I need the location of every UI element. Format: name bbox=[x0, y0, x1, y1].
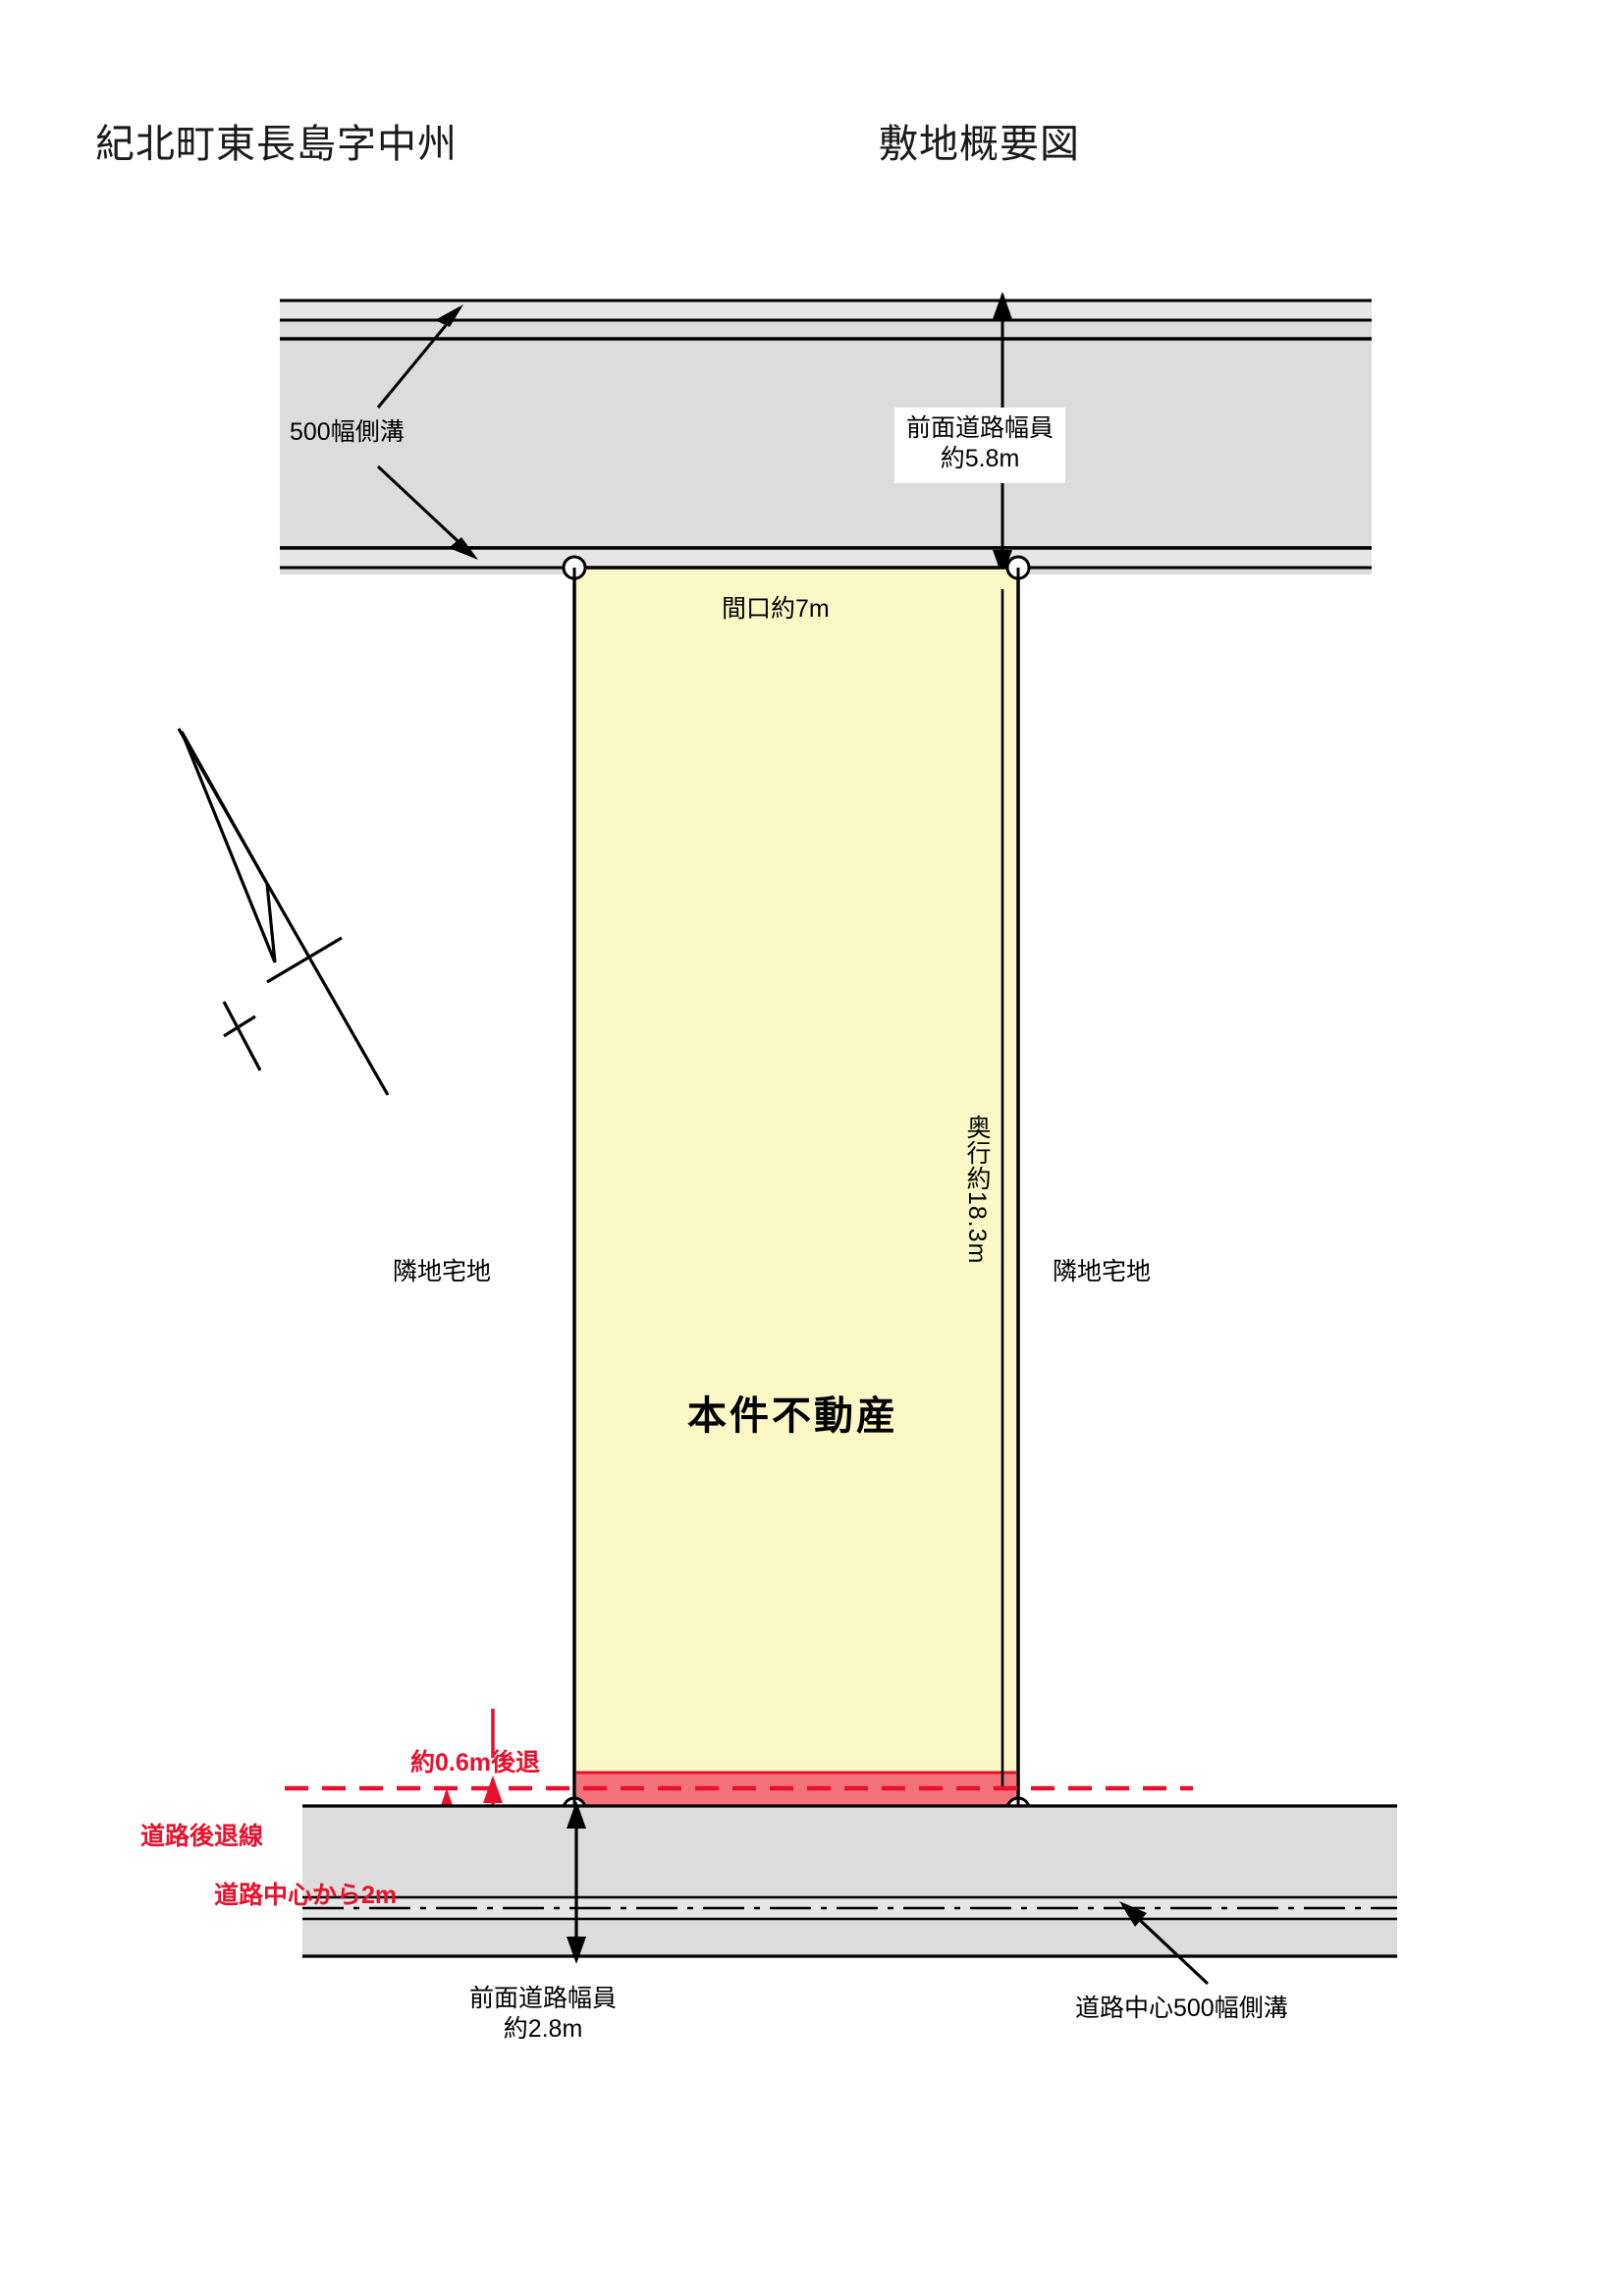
label-gutter-bottom: 道路中心500幅側溝 bbox=[1075, 1995, 1288, 2022]
label-road-setback-line: 道路後退線 bbox=[140, 1823, 264, 1850]
bottom-gutter-leader-arrowhead bbox=[1119, 1901, 1147, 1927]
label-setback-amount: 約0.6m後退 bbox=[410, 1749, 540, 1777]
label-depth: 奥行約18.3m bbox=[963, 1115, 991, 1265]
bottom-road-surface bbox=[302, 1805, 1397, 1957]
top-road-lower-gutter-band bbox=[280, 548, 1372, 568]
gutter-leader-down-arrowhead bbox=[449, 537, 478, 560]
label-front-road-width-top: 前面道路幅員 約5.8m bbox=[894, 408, 1066, 483]
bottom-gutter-leader-line bbox=[1125, 1906, 1210, 1986]
gutter-leader-up-arrowhead bbox=[435, 304, 463, 327]
bottom-road-group bbox=[302, 1804, 1397, 1958]
bottom-road-width-dimension bbox=[567, 1801, 586, 1964]
bottom-road-dim-arrow-up bbox=[567, 1801, 586, 1829]
bottom-gutter-leader bbox=[1119, 1901, 1210, 1986]
gutter-leader-up bbox=[376, 311, 459, 409]
label-neighbor-right: 隣地宅地 bbox=[1053, 1258, 1152, 1285]
top-road-dim-arrow-down bbox=[993, 550, 1012, 577]
north-arrow-tail bbox=[177, 728, 390, 1096]
label-front-road-width-top-line2: 約5.8m bbox=[940, 445, 1020, 473]
label-front-road-width-bottom-line2: 約2.8m bbox=[503, 2014, 583, 2043]
label-front-road-width-top-line1: 前面道路幅員 bbox=[906, 414, 1055, 442]
label-from-road-center: 道路中心から2m bbox=[214, 1882, 398, 1909]
bottom-road-dim-arrow-down bbox=[567, 1937, 586, 1964]
north-arrow-needle bbox=[180, 731, 277, 963]
label-subject-property: 本件不動産 bbox=[687, 1394, 898, 1438]
page-title-location: 紀北町東長島字中州 bbox=[95, 122, 458, 166]
label-front-road-width-bottom: 前面道路幅員 約2.8m bbox=[469, 1984, 617, 2044]
top-road-group bbox=[280, 299, 1372, 574]
page-title-drawing: 敷地概要図 bbox=[879, 122, 1080, 166]
north-arrow bbox=[177, 728, 390, 1096]
label-neighbor-left: 隣地宅地 bbox=[393, 1258, 492, 1285]
north-arrow-cross-3 bbox=[222, 1001, 262, 1071]
setback-amount-arrow-head-up bbox=[483, 1776, 503, 1803]
gutter-leader-down bbox=[376, 465, 471, 554]
north-arrow-cross-2 bbox=[223, 1014, 256, 1038]
label-front-road-width-bottom-line1: 前面道路幅員 bbox=[469, 1985, 618, 2012]
lot-side-extension-lines bbox=[572, 568, 1020, 1809]
subject-lot-polygon bbox=[572, 566, 1020, 1805]
setback-strip bbox=[576, 1773, 1016, 1805]
label-frontage: 間口約7m bbox=[722, 595, 830, 623]
top-road-surface bbox=[280, 300, 1372, 574]
gutter-top-leaders bbox=[376, 311, 471, 554]
top-road-dim-arrow-up bbox=[993, 292, 1012, 319]
top-road-gutter-band bbox=[280, 300, 1372, 321]
label-gutter-top: 500幅側溝 bbox=[290, 418, 405, 446]
subject-lot-group bbox=[572, 566, 1020, 1805]
north-arrow-cross-1 bbox=[266, 936, 343, 984]
